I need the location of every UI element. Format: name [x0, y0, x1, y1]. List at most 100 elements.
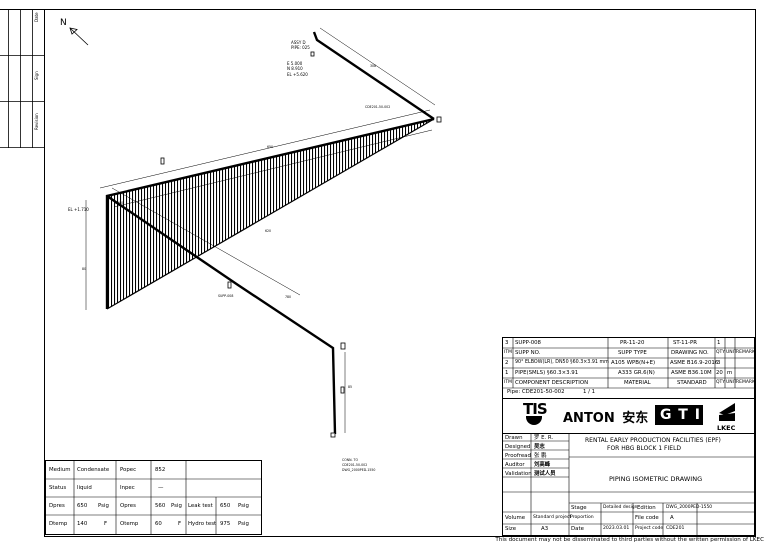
- dt-inpec-value: —: [158, 485, 164, 491]
- anton-logo: ANTON 安东: [563, 407, 648, 426]
- dt-opres-label: Opres: [120, 503, 136, 509]
- tb-value-size: A3: [541, 526, 549, 532]
- dt-otemp-value: 60: [155, 521, 162, 527]
- top-coord-n: N 8.910: [287, 66, 303, 71]
- bom-h1-drawingno: DRAWING NO.: [671, 350, 709, 356]
- dt-dpres-value: 650: [77, 503, 88, 509]
- dt-leak-unit: Psig: [238, 503, 249, 509]
- bottom-box-line-3: DWG_2000PED-1550: [342, 468, 375, 472]
- bom-r2-c4: ASME B16.9-2016: [670, 360, 719, 366]
- tb-project-value: CDE201: [666, 526, 685, 531]
- dt-popec-value: 852: [155, 467, 166, 473]
- tb-name-designed: 吴志: [534, 444, 545, 450]
- dt-medium-label: Medium: [49, 467, 71, 473]
- dt-leak-label: Leak test: [188, 503, 213, 509]
- tb-label-designed: Designed: [505, 444, 531, 450]
- bom-h1-suppno: SUPP NO.: [515, 350, 541, 356]
- tb-file-value: DWG_2000PED-1550: [666, 505, 713, 510]
- bom-r2-c2: 90° ELBOW(LR), DN50 §60.3×3.91 mm: [515, 360, 609, 365]
- dt-leak-value: 650: [220, 503, 231, 509]
- logo-strip: TIS ANTON 安东 GTI LKEC: [502, 398, 755, 434]
- bom-h1-qty: QTY: [716, 350, 726, 355]
- tb-label-auditor: Auditor: [505, 462, 525, 468]
- dt-otemp-unit: F: [178, 521, 182, 527]
- tb-project-label: Project code: [635, 526, 664, 531]
- tb-label-volume: Volume: [505, 515, 526, 521]
- bom-pipe-line: Pipe: CDE201-50-002: [507, 389, 565, 395]
- dim-lower-diag: 780: [285, 295, 291, 299]
- dt-inpec-label: Inpec: [120, 485, 135, 491]
- tb-label-validation: Validation: [505, 471, 532, 477]
- tis-logo-mark: [526, 416, 542, 425]
- tis-logo: TIS: [523, 400, 548, 430]
- bom-h2-itm: ITM: [504, 380, 512, 385]
- revision-strip: [0, 9, 44, 148]
- tb-name-validation: 测试人员: [534, 471, 556, 477]
- top-coord-e: E 5.000: [287, 61, 303, 66]
- pipe-route: [105, 31, 435, 435]
- tb-label-drawn: Drawn: [505, 435, 523, 441]
- bom-r1-c5: 1: [717, 340, 721, 346]
- dt-medium-value: Condensate: [77, 467, 110, 473]
- dt-dtemp-value: 140: [77, 521, 88, 527]
- tb-project-line1: RENTAL EARLY PRODUCTION FACILITIES (EPF): [585, 437, 721, 444]
- dimension-texts: 308 650 620 6990 80 780 85: [82, 64, 376, 389]
- dt-dpres-unit: Psig: [98, 503, 109, 509]
- bottom-box-line-2: CDE201-50-002: [342, 463, 367, 467]
- tb-name-auditor: 刘高峰: [534, 462, 551, 468]
- lkec-logo: LKEC: [717, 401, 737, 432]
- tb-name-drawn: 罗 E. R.: [534, 435, 554, 441]
- tb-name-proofread: 张 鹏: [534, 453, 547, 459]
- tb-date-label: Date: [571, 526, 584, 532]
- tb-label-proofread: Proofread: [505, 453, 531, 459]
- design-table-grid: [46, 461, 261, 534]
- strip-date: Date: [34, 12, 39, 22]
- title-block-grid: [503, 433, 754, 535]
- dt-opres-value: 560: [155, 503, 166, 509]
- bottom-box-line-1: CONN. TO: [342, 458, 358, 462]
- dim-upper-left: 6990: [115, 201, 123, 205]
- node-labels: ASSY D PIPE: 025 E 5.000 N 8.910 EL +5.6…: [68, 40, 390, 472]
- dt-status-value: liquid: [77, 485, 92, 491]
- tb-stage-label: Stage: [571, 505, 587, 511]
- tb-edition-value: A: [670, 515, 674, 521]
- dim-left-vert: 80: [82, 267, 86, 271]
- gti-logo: GTI: [655, 405, 703, 425]
- bom-r3-c5: 20: [716, 370, 723, 376]
- bom-h1-remark: REMARK: [736, 350, 756, 355]
- dt-otemp-label: Otemp: [120, 521, 139, 527]
- anton-logo-text: ANTON: [563, 411, 615, 426]
- left-elevation: EL +1.710: [68, 207, 89, 212]
- lkec-logo-text: LKEC: [717, 424, 736, 432]
- title-block: Drawn Designed Proofread Auditor Validat…: [502, 433, 755, 536]
- bom-h2-standard: STANDARD: [677, 380, 707, 386]
- tb-drawing-title: PIPING ISOMETRIC DRAWING: [609, 475, 703, 483]
- dim-long-lower: 620: [265, 229, 271, 233]
- dt-dtemp-unit: F: [104, 521, 108, 527]
- bom-h2-unit: UNIT: [726, 380, 737, 385]
- dt-dtemp-label: Dtemp: [49, 521, 68, 527]
- bom-r2-c3: A105 WPB(N+E): [611, 360, 656, 366]
- bom-h1-unit: UNIT: [726, 350, 737, 355]
- dt-hydro-label: Hydro test: [188, 521, 217, 527]
- strip-revision: Revision: [34, 113, 39, 130]
- dt-hydro-value: 975: [220, 521, 231, 527]
- bom-r1-c4: ST-11-PR: [673, 340, 697, 346]
- dt-dpres-label: Dpres: [49, 503, 65, 509]
- tb-date-value: 2023.03.01: [603, 526, 630, 531]
- support-label: SUPP-008: [218, 294, 233, 298]
- north-label: N: [60, 18, 67, 28]
- bom-h2-desc: COMPONENT DESCRIPTION: [515, 380, 589, 386]
- dt-status-label: Status: [49, 485, 67, 491]
- top-weld-label: CDE201-50-002: [365, 105, 390, 109]
- bom-grid: [503, 338, 754, 389]
- bom-r3-c1: 1: [505, 370, 509, 376]
- top-box-line-2: PIPE: 025: [291, 45, 310, 50]
- design-conditions-table: Medium Condensate Popec 852 Status liqui…: [45, 460, 262, 535]
- bom-h2-material: MATERIAL: [624, 380, 651, 386]
- bom-r1-c1: 3: [505, 340, 509, 346]
- bom-h2-qty: QTY: [716, 380, 726, 385]
- bom-h1-itm: ITM: [504, 350, 512, 355]
- tb-project-line2: FOR HBG BLOCK 1 FIELD: [607, 445, 682, 452]
